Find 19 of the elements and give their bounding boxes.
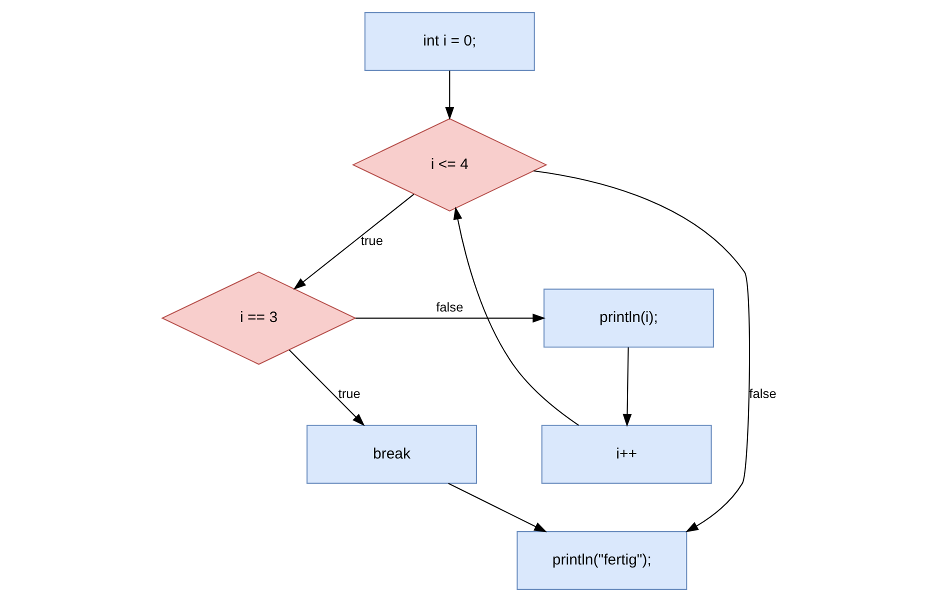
arrow bbox=[292, 194, 414, 290]
edge-label: false bbox=[748, 386, 776, 402]
node-box: int i = 0; bbox=[364, 12, 534, 71]
node-box: println(i); bbox=[543, 288, 714, 348]
node-box: break bbox=[306, 424, 476, 484]
node-diamond: i <= 4 bbox=[351, 118, 547, 212]
arrow bbox=[452, 206, 578, 426]
edge-label: true bbox=[338, 386, 360, 402]
arrow bbox=[355, 314, 546, 323]
arrow bbox=[288, 350, 364, 426]
node-diamond: i == 3 bbox=[160, 271, 356, 365]
edge-label: true bbox=[360, 232, 383, 248]
arrow bbox=[622, 347, 632, 427]
node-box: println("fertig"); bbox=[516, 531, 687, 590]
arrow bbox=[448, 482, 547, 532]
node-box: i++ bbox=[540, 424, 712, 484]
arrow bbox=[444, 70, 454, 120]
arrow bbox=[533, 170, 750, 532]
edge-label: false bbox=[436, 299, 463, 314]
